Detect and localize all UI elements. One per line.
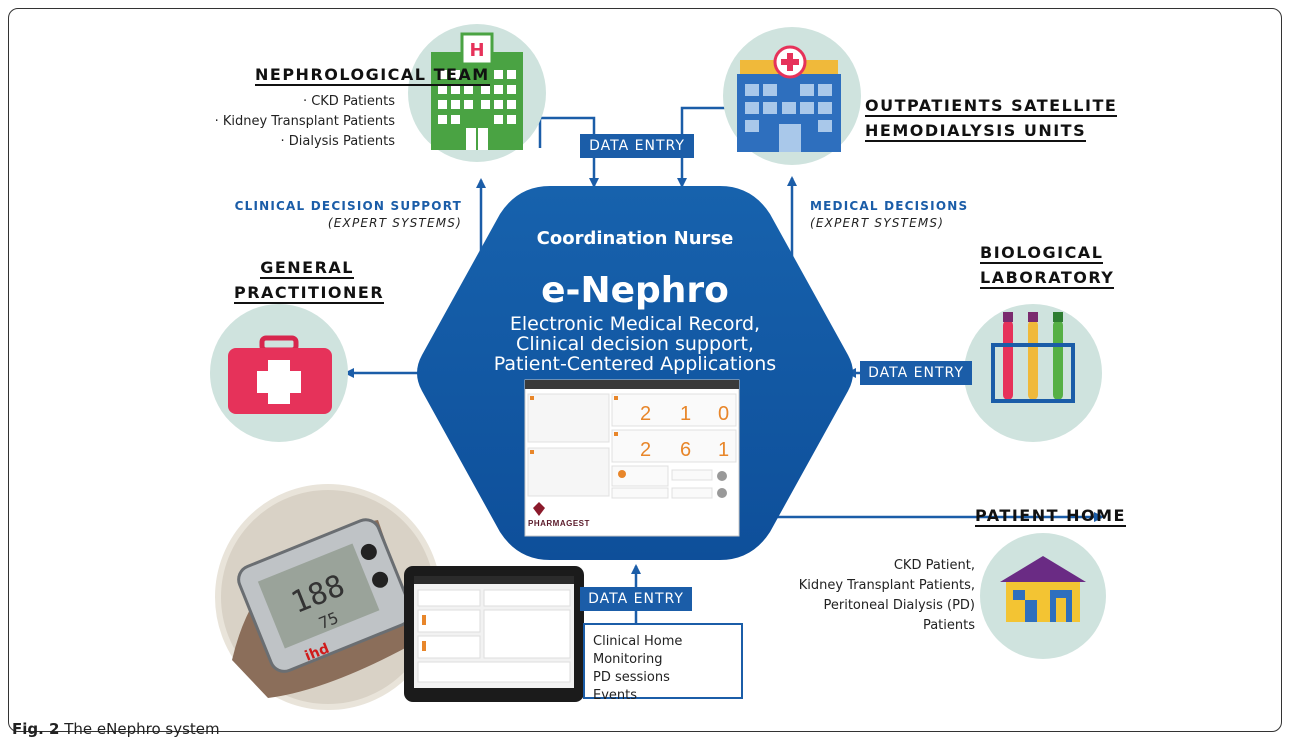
app-screenshot: [524, 379, 740, 537]
patient-home-title: PATIENT HOME: [975, 506, 1126, 527]
data-entry-label-bottom: DATA ENTRY: [580, 587, 692, 611]
screen-stat: 2: [640, 439, 652, 461]
test-tubes-icon: [991, 312, 1075, 403]
bp-monitor-photo: 188 75 ihd: [215, 484, 441, 710]
monitoring-item: Clinical Home Monitoring: [593, 634, 683, 667]
clinical-decision-support-sub: (EXPERT SYSTEMS): [327, 216, 462, 230]
first-aid-kit-icon: [228, 335, 332, 414]
list-item: Peritoneal Dialysis (PD): [823, 598, 975, 613]
screen-stat: 2: [640, 403, 652, 425]
connector-outpatients-data-entry: [677, 106, 726, 188]
nephrological-team-list: · CKD Patients · Kidney Transplant Patie…: [185, 92, 395, 152]
coordination-nurse-label: Coordination Nurse: [536, 228, 734, 249]
monitoring-item: Events: [593, 688, 638, 703]
figure-border: [8, 8, 1282, 732]
description-line: Electronic Medical Record,: [509, 313, 761, 335]
general-practitioner-title: GENERAL PRACTITIONER: [234, 258, 385, 304]
clinic-building-icon: [737, 45, 841, 152]
list-item: Patients: [922, 618, 975, 633]
biological-laboratory-title: BIOLOGICAL LABORATORY: [980, 243, 1115, 289]
enephro-description: Electronic Medical Record, Clinical deci…: [460, 314, 810, 374]
figure-caption-text: The eNephro system: [59, 720, 220, 738]
data-entry-label-right: DATA ENTRY: [860, 361, 972, 385]
list-item: · Dialysis Patients: [280, 134, 396, 149]
medical-decisions-sub: (EXPERT SYSTEMS): [810, 216, 945, 230]
house-icon: [1000, 556, 1086, 622]
medical-decisions-label: MEDICAL DECISIONS: [810, 199, 969, 213]
list-item: CKD Patient,: [893, 558, 975, 573]
pharmagest-logo: PHARMAGEST: [528, 519, 590, 528]
data-entry-label-top: DATA ENTRY: [580, 134, 694, 158]
clinical-decision-support-label: CLINICAL DECISION SUPPORT: [234, 199, 462, 213]
figure-caption-label: Fig. 2: [12, 720, 60, 738]
home-monitoring-box: Clinical Home Monitoring PD sessions Eve…: [583, 623, 743, 703]
screen-stat: 1: [680, 403, 692, 425]
screen-stat: 0: [718, 403, 730, 425]
outpatients-title: OUTPATIENTS SATELLITE HEMODIALYSIS UNITS: [865, 96, 1118, 142]
description-line: Patient-Centered Applications: [493, 353, 777, 375]
enephro-title: e-Nephro: [541, 270, 729, 311]
monitoring-item: PD sessions: [593, 670, 670, 685]
figure-caption: Fig. 2 The eNephro system: [12, 720, 220, 738]
screen-stat: 6: [680, 439, 692, 461]
nephrological-team-title: NEPHROLOGICAL TEAM: [255, 65, 490, 86]
list-item: · CKD Patients: [302, 94, 395, 109]
list-item: Kidney Transplant Patients,: [798, 578, 975, 593]
tablet-device: [404, 566, 584, 702]
description-line: Clinical decision support,: [516, 333, 754, 355]
hospital-icon: H: [431, 32, 523, 150]
svg-text:H: H: [469, 40, 484, 61]
list-item: · Kidney Transplant Patients: [214, 114, 395, 129]
screen-stat: 1: [718, 439, 730, 461]
patient-home-list: CKD Patient, Kidney Transplant Patients,…: [775, 556, 975, 636]
